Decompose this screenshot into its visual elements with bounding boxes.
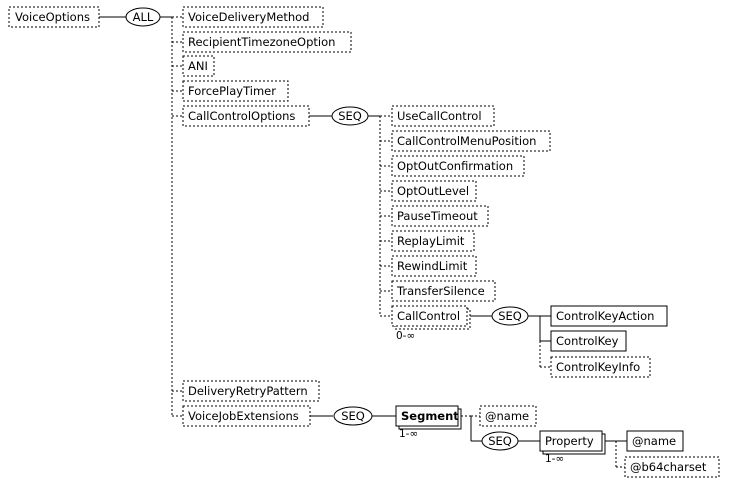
- node-control-key[interactable]: ControlKey: [550, 330, 627, 352]
- node-label: CallControlOptions: [188, 109, 295, 123]
- node-rewind-limit[interactable]: RewindLimit: [391, 255, 477, 277]
- node-label: TransferSilence: [396, 284, 485, 298]
- node-opt-out-level[interactable]: OptOutLevel: [391, 180, 477, 202]
- node-voice-options[interactable]: VoiceOptions: [8, 6, 100, 28]
- cardinality-call-control: 0-∞: [396, 330, 415, 342]
- node-recipient-timezone-option[interactable]: RecipientTimezoneOption: [182, 31, 352, 53]
- node-label: Segment: [401, 409, 459, 423]
- compositor-label: SEQ: [488, 434, 512, 448]
- node-label: DeliveryRetryPattern: [188, 384, 308, 398]
- node-call-control[interactable]: CallControl: [391, 305, 471, 330]
- compositor-label: SEQ: [338, 109, 362, 123]
- node-label: VoiceOptions: [15, 10, 90, 24]
- node-label: ReplayLimit: [397, 234, 465, 248]
- compositor-seq-call-control-options[interactable]: SEQ: [331, 106, 369, 126]
- node-control-key-action[interactable]: ControlKeyAction: [550, 305, 668, 327]
- compositor-label: ALL: [133, 10, 154, 24]
- node-label: ControlKeyInfo: [556, 360, 640, 374]
- node-delivery-retry-pattern[interactable]: DeliveryRetryPattern: [182, 380, 320, 402]
- node-use-call-control[interactable]: UseCallControl: [391, 105, 495, 127]
- node-property[interactable]: Property: [539, 430, 606, 455]
- node-segment[interactable]: Segment: [395, 405, 462, 430]
- compositor-label: SEQ: [498, 309, 522, 323]
- node-label: VoiceDeliveryMethod: [188, 10, 309, 24]
- node-label: OptOutConfirmation: [397, 159, 513, 173]
- node-label: @name: [485, 409, 529, 423]
- node-label: UseCallControl: [397, 109, 482, 123]
- cardinality-segment: 1-∞: [399, 428, 418, 440]
- node-label: @name: [632, 434, 676, 448]
- node-ani[interactable]: ANI: [182, 55, 215, 77]
- compositor-seq-segment[interactable]: SEQ: [481, 431, 519, 451]
- node-opt-out-confirmation[interactable]: OptOutConfirmation: [391, 155, 525, 177]
- compositor-seq-voice-job-extensions[interactable]: SEQ: [333, 406, 373, 426]
- node-call-control-menu-position[interactable]: CallControlMenuPosition: [391, 130, 551, 152]
- node-label: ControlKey: [556, 334, 619, 348]
- node-label: RecipientTimezoneOption: [188, 35, 335, 49]
- node-call-control-options[interactable]: CallControlOptions: [182, 105, 310, 127]
- node-label: RewindLimit: [397, 259, 468, 273]
- node-voice-job-extensions[interactable]: VoiceJobExtensions: [182, 405, 311, 427]
- node-control-key-info[interactable]: ControlKeyInfo: [550, 356, 651, 378]
- node-label: ForcePlayTimer: [188, 84, 276, 98]
- node-property-name-attribute[interactable]: @name: [626, 430, 684, 452]
- node-label: OptOutLevel: [397, 184, 469, 198]
- node-voice-delivery-method[interactable]: VoiceDeliveryMethod: [182, 6, 324, 28]
- node-label: @b64charset: [630, 460, 707, 474]
- node-label: PauseTimeout: [397, 209, 478, 223]
- cardinality-property: 1-∞: [545, 453, 564, 465]
- compositor-all[interactable]: ALL: [125, 7, 161, 27]
- node-pause-timeout[interactable]: PauseTimeout: [391, 205, 489, 227]
- node-label: ControlKeyAction: [556, 309, 654, 323]
- node-label: CallControl: [397, 309, 460, 323]
- node-label: VoiceJobExtensions: [188, 409, 299, 423]
- node-force-play-timer[interactable]: ForcePlayTimer: [182, 80, 289, 102]
- node-property-b64charset-attribute[interactable]: @b64charset: [624, 456, 720, 478]
- node-label: Property: [545, 434, 594, 448]
- node-segment-name-attribute[interactable]: @name: [479, 405, 537, 427]
- connectors: [99, 16, 627, 468]
- compositor-label: SEQ: [341, 409, 365, 423]
- node-replay-limit[interactable]: ReplayLimit: [391, 230, 475, 252]
- node-label: CallControlMenuPosition: [397, 134, 536, 148]
- compositor-seq-call-control[interactable]: SEQ: [491, 306, 529, 326]
- node-transfer-silence[interactable]: TransferSilence: [391, 280, 496, 302]
- node-label: ANI: [188, 59, 208, 73]
